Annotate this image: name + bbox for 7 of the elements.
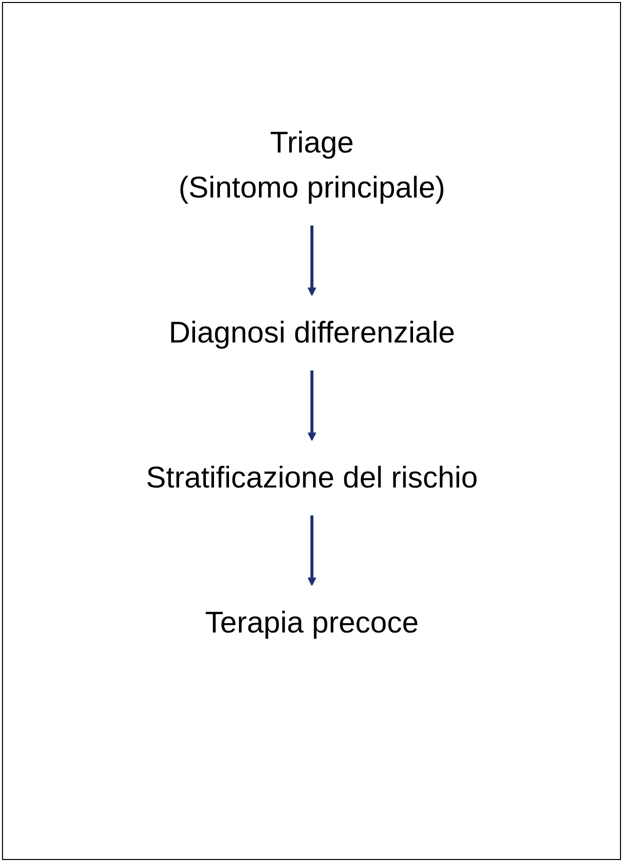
arrow [307, 516, 316, 586]
node-text: Terapia precoce [204, 606, 418, 640]
arrow [307, 370, 316, 441]
node-text: Stratificazione del rischio [146, 462, 478, 494]
arrow [307, 226, 316, 296]
node-text: Diagnosi differenziale [168, 316, 455, 350]
node-text: Triage (Sintomo principale) [178, 126, 445, 204]
